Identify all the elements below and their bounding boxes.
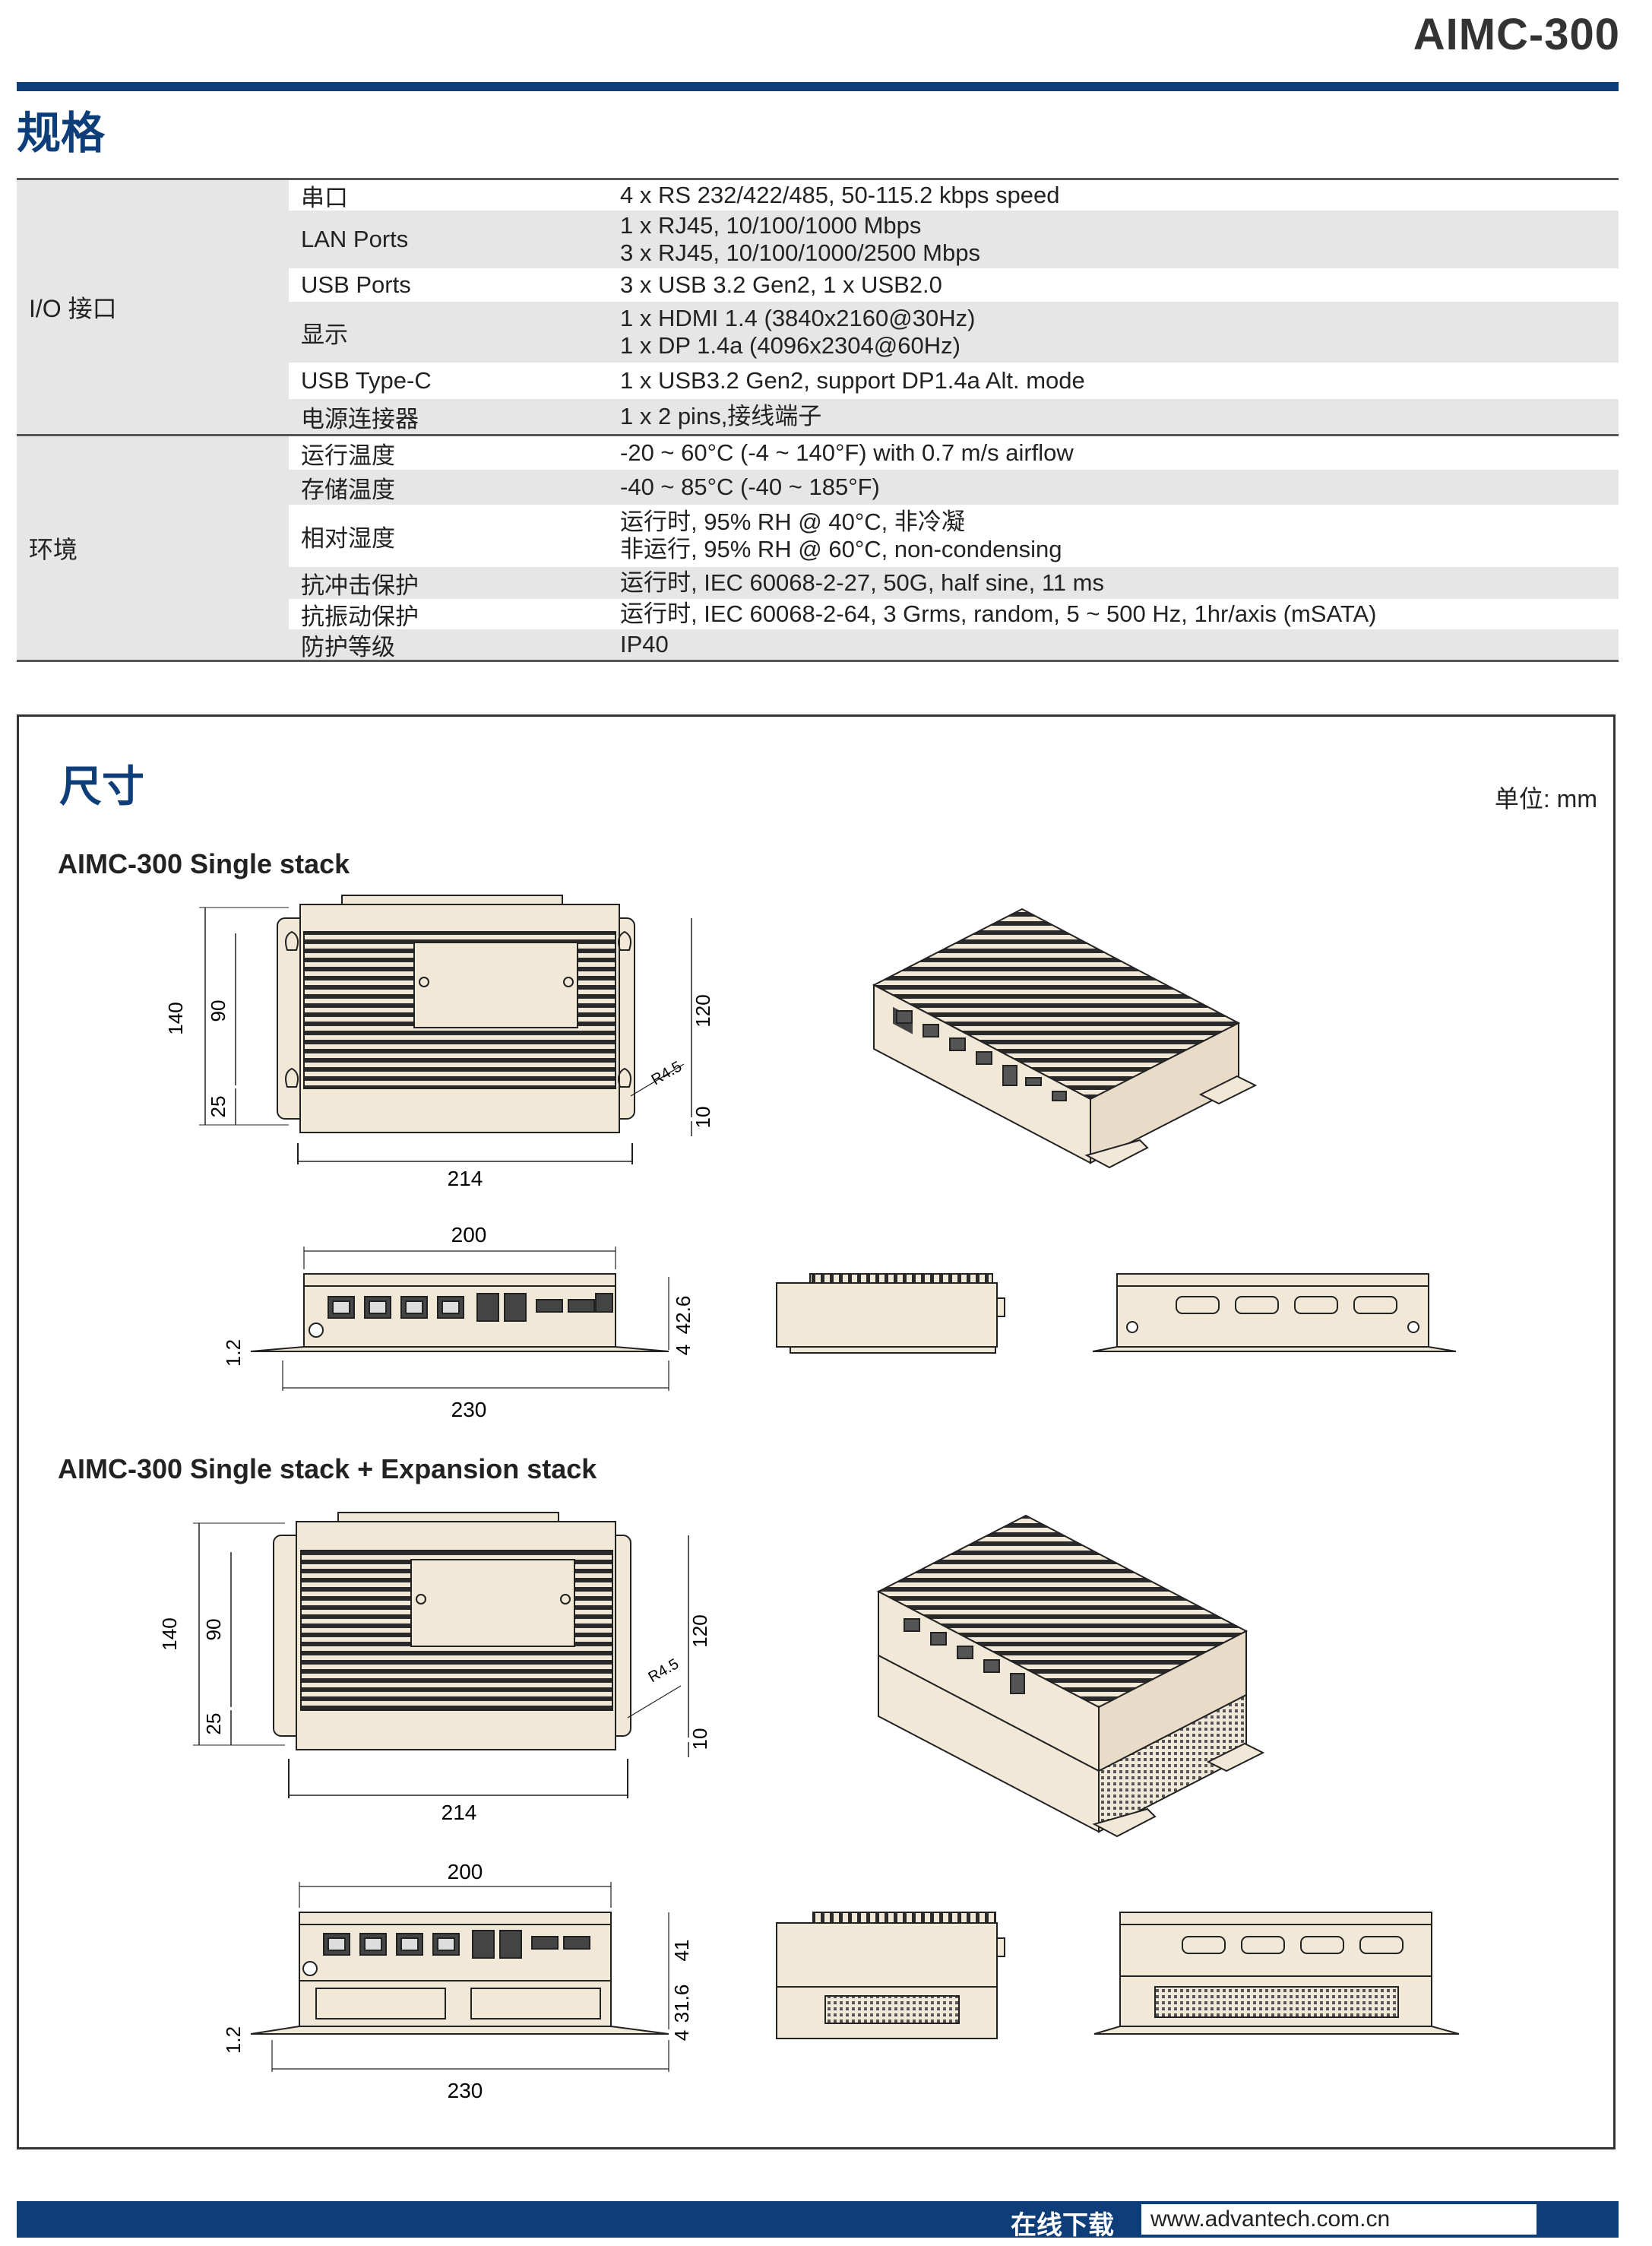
category-env: 环境 [17,436,289,660]
dim-25: 25 [207,1096,229,1118]
table-rule [17,660,1619,662]
row-name: USB Ports [301,271,411,298]
category-label: I/O 接口 [29,295,117,322]
row-value: 3 x RJ45, 10/100/1000/2500 Mbps [620,239,980,266]
single-rear-view [1092,1273,1457,1352]
exp-dim-31-6: 31.6 [670,1985,693,2023]
exp-dim-r45: R4.5 [646,1655,682,1686]
spec-table: I/O 接口 串口 4 x RS 232/422/485, 50-115.2 k… [17,178,1619,664]
row-value: 1 x 2 pins,接线端子 [620,403,822,429]
row-value: 1 x DP 1.4a (4096x2304@60Hz) [620,332,961,359]
exp-dim-90: 90 [202,1619,225,1641]
row-value: 运行时, IEC 60068-2-64, 3 Grms, random, 5 ~… [620,600,1377,627]
expansion-front-view [250,1882,669,2072]
row-name: USB Type-C [301,367,432,394]
table-rule [17,178,1619,180]
dim-r45: R4.5 [649,1058,685,1088]
table-rule [17,434,1619,436]
single-top-view [199,895,692,1164]
table-row: 存储温度 -40 ~ 85°C (-40 ~ 185°F) [289,470,1619,505]
row-name: 抗振动保护 [301,603,419,630]
dimensions-heading: 尺寸 [59,762,144,810]
dim-10: 10 [691,1107,714,1129]
dim-230: 230 [451,1398,487,1421]
dim-120: 120 [691,994,714,1027]
exp-dim-140: 140 [158,1617,181,1650]
table-row: 相对湿度 运行时, 95% RH @ 40°C, 非冷凝非运行, 95% RH … [289,505,1619,567]
single-front-view [250,1247,669,1391]
dimensions-panel [17,714,1616,2149]
category-io: I/O 接口 [17,180,289,434]
table-row: USB Ports 3 x USB 3.2 Gen2, 1 x USB2.0 [289,268,1619,302]
row-value: 3 x USB 3.2 Gen2, 1 x USB2.0 [620,271,942,298]
row-value: 运行时, 95% RH @ 40°C, 非冷凝 [620,508,965,535]
dim-140: 140 [164,1002,187,1034]
table-row: 电源连接器 1 x 2 pins,接线端子 [289,399,1619,434]
table-row: 抗冲击保护 运行时, IEC 60068-2-27, 50G, half sin… [289,567,1619,599]
category-label: 环境 [29,536,78,563]
row-value: 1 x RJ45, 10/100/1000 Mbps [620,212,922,239]
single-iso-view [872,908,1258,1169]
row-name: 相对湿度 [301,524,395,552]
dim-90: 90 [207,1000,229,1022]
row-name: 电源连接器 [301,405,419,432]
expansion-top-view [193,1512,689,1798]
top-rule [17,82,1619,91]
exp-dim-10: 10 [688,1728,711,1750]
footer-download-label: 在线下载 [1011,2211,1114,2240]
dim-214: 214 [448,1167,483,1190]
table-row: 串口 4 x RS 232/422/485, 50-115.2 kbps spe… [289,180,1619,211]
expansion-side-view [776,1912,1005,2039]
unit-label: 单位: mm [1494,785,1597,813]
row-value: 4 x RS 232/422/485, 50-115.2 kbps speed [620,182,1060,208]
single-stack-title: AIMC-300 Single stack [58,848,350,879]
row-value: IP40 [620,631,669,657]
exp-dim-25: 25 [202,1713,225,1735]
footer-url-text: www.advantech.com.cn [1150,2206,1391,2232]
row-value: 非运行, 95% RH @ 60°C, non-condensing [620,536,1062,562]
row-value: -40 ~ 85°C (-40 ~ 185°F) [620,474,880,500]
row-value: 1 x HDMI 1.4 (3840x2160@30Hz) [620,305,976,331]
footer-url-link[interactable]: www.advantech.com.cn [1141,2204,1536,2235]
dim-4: 4 [672,1345,695,1355]
exp-dim-214: 214 [441,1801,477,1824]
table-row: 运行温度 -20 ~ 60°C (-4 ~ 140°F) with 0.7 m/… [289,436,1619,470]
table-row: 抗振动保护 运行时, IEC 60068-2-64, 3 Grms, rando… [289,599,1619,630]
spec-heading: 规格 [17,109,106,158]
exp-dim-230: 230 [448,2079,483,2102]
exp-dim-120: 120 [688,1614,711,1647]
dim-1-2: 1.2 [222,1339,245,1367]
dim-200: 200 [451,1223,487,1247]
row-value: 运行时, IEC 60068-2-27, 50G, half sine, 11 … [620,569,1104,596]
row-name: 运行温度 [301,442,395,469]
exp-dim-4: 4 [670,2030,693,2041]
expansion-stack-title: AIMC-300 Single stack + Expansion stack [58,1453,597,1484]
model-title: AIMC-300 [1413,10,1620,59]
row-name: 抗冲击保护 [301,572,419,599]
table-row: USB Type-C 1 x USB3.2 Gen2, support DP1.… [289,363,1619,399]
exp-dim-200: 200 [448,1860,483,1883]
row-name: 显示 [301,321,348,348]
table-row: 防护等级 IP40 [289,629,1619,660]
single-side-view [776,1273,1005,1354]
expansion-rear-view [1093,1912,1460,2035]
exp-dim-41: 41 [670,1940,693,1962]
row-value: 1 x USB3.2 Gen2, support DP1.4a Alt. mod… [620,367,1085,394]
table-row: 显示 1 x HDMI 1.4 (3840x2160@30Hz)1 x DP 1… [289,302,1619,363]
row-value: -20 ~ 60°C (-4 ~ 140°F) with 0.7 m/s air… [620,439,1074,466]
exp-dim-1-2: 1.2 [222,2026,245,2054]
row-name: 防护等级 [301,633,395,660]
row-name: 存储温度 [301,476,395,503]
row-name: LAN Ports [301,226,409,252]
dim-42-6: 42.6 [672,1296,695,1335]
expansion-iso-view [876,1514,1265,1838]
row-name: 串口 [301,184,348,211]
